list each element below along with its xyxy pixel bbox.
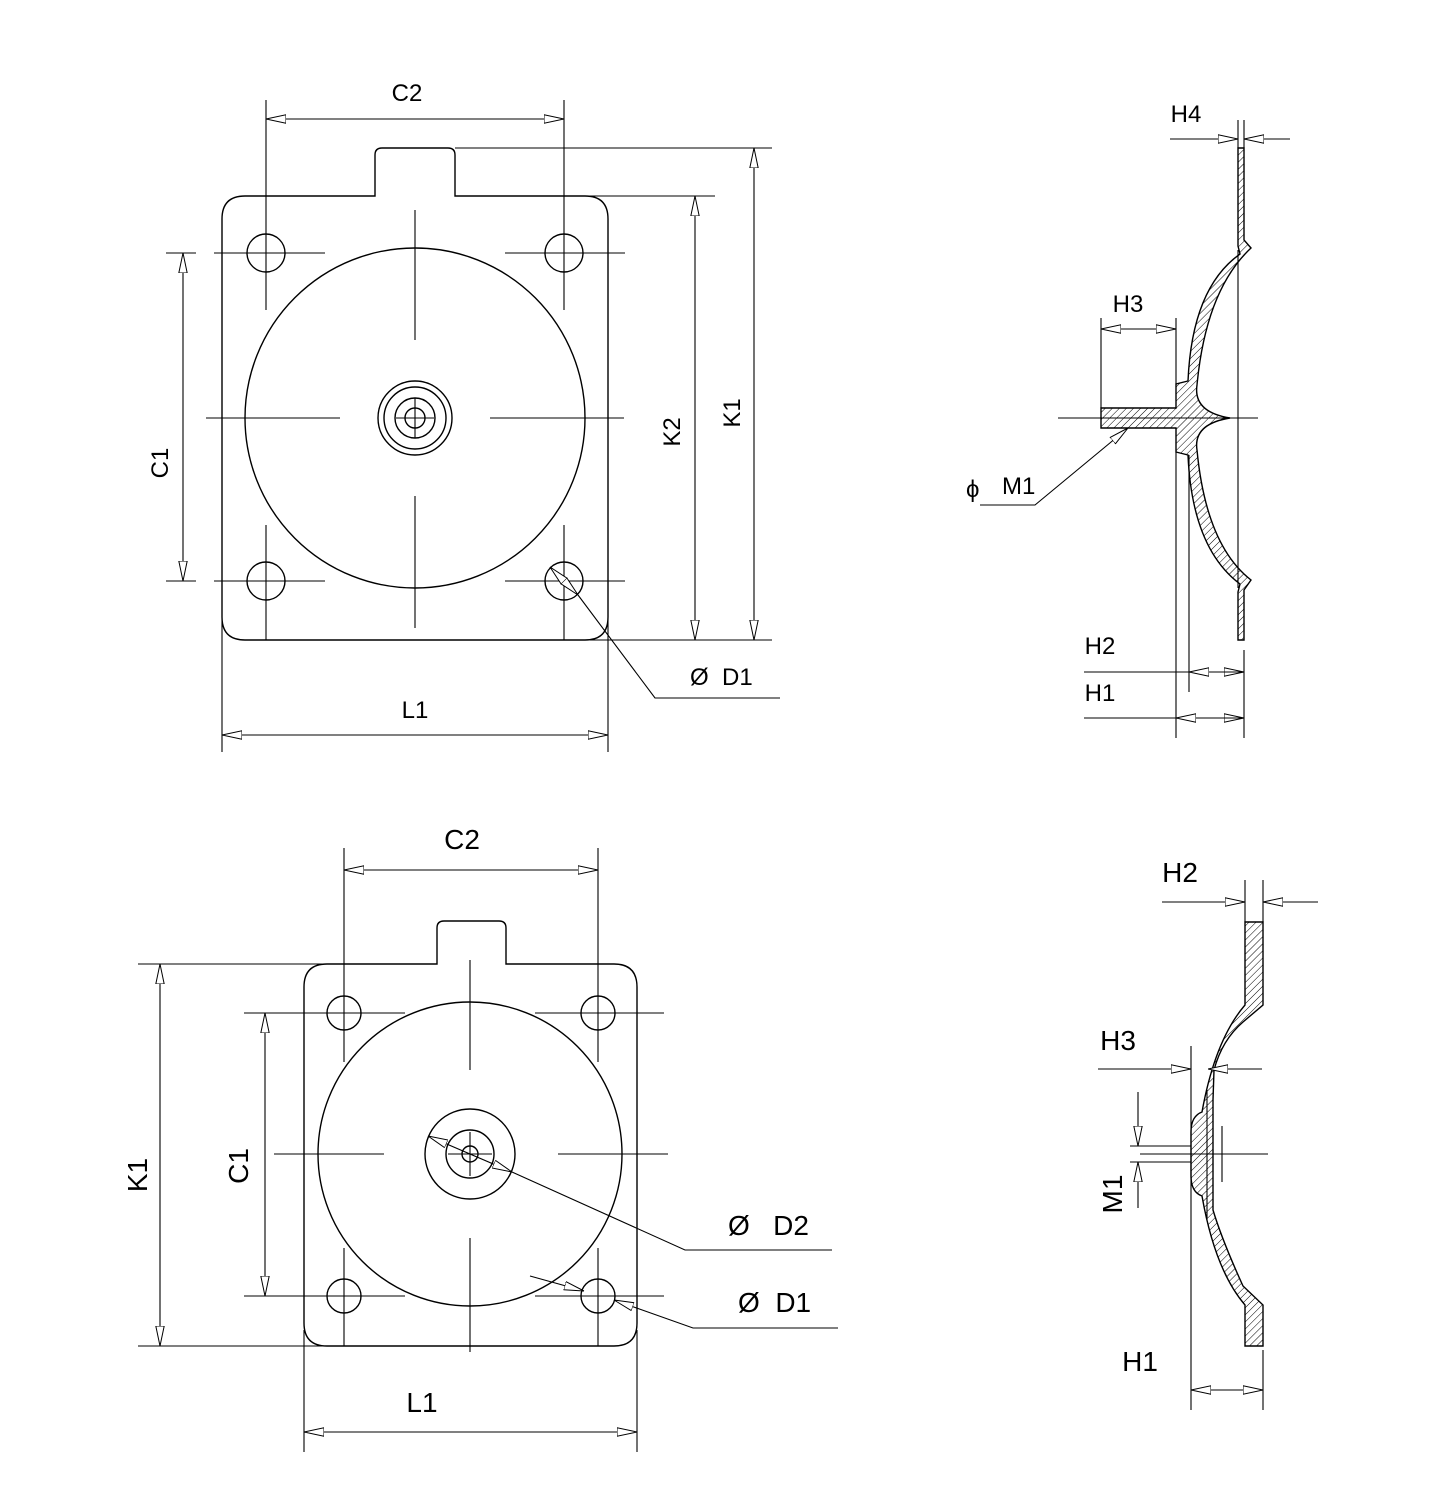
bottom-front-l1-label: L1 [406, 1387, 437, 1418]
bottom-front-d1-label: Ø D1 [738, 1287, 811, 1318]
top-side-section [1100, 147, 1252, 641]
bottom-front-view: C2 K1 C1 L1 Ø D2 Ø D1 [122, 824, 838, 1452]
top-front-c2-label: C2 [392, 80, 423, 107]
bottom-front-c1-label: C1 [223, 1148, 254, 1184]
bottom-side-h1-label: H1 [1122, 1346, 1158, 1377]
top-side-h2-label: H2 [1085, 633, 1116, 660]
bottom-front-d2-label: Ø D2 [728, 1210, 809, 1241]
top-front-c1-label: C1 [147, 448, 174, 479]
top-boss-outer [377, 380, 453, 456]
top-side-m1-label: M1 [1002, 473, 1035, 500]
top-front-view: C2 C1 K2 K1 L1 Ø D1 [147, 80, 780, 752]
top-dimension-lines [183, 119, 780, 735]
bottom-front-k1-label: K1 [122, 1158, 153, 1192]
bottom-side-h2-label: H2 [1162, 857, 1198, 888]
bottom-side-h3-label: H3 [1100, 1025, 1136, 1056]
top-front-d1-label: Ø D1 [690, 664, 753, 691]
top-side-m1-symbol: ϕ [966, 476, 979, 503]
top-side-dimension-lines [980, 139, 1290, 718]
bottom-extension-lines [138, 963, 638, 1452]
bottom-side-dimension-lines [1098, 902, 1318, 1390]
top-side-h3-label: H3 [1113, 291, 1144, 318]
bottom-plate-outline [303, 920, 638, 1347]
bottom-dimension-lines [160, 870, 838, 1432]
bottom-boss-outer [424, 1108, 516, 1200]
top-side-h1-label: H1 [1085, 680, 1116, 707]
top-boss-middle [383, 386, 447, 450]
top-front-k2-label: K2 [659, 417, 686, 446]
top-front-k1-label: K1 [719, 398, 746, 427]
bottom-front-c2-label: C2 [444, 824, 480, 855]
top-front-l1-label: L1 [402, 697, 429, 724]
bottom-side-section [1190, 921, 1264, 1347]
top-side-h4-label: H4 [1171, 101, 1202, 128]
top-center-lines [206, 100, 625, 640]
bottom-center-lines [244, 848, 668, 1352]
bottom-side-m1-label: M1 [1097, 1175, 1128, 1214]
top-side-view: H4 H3 ϕ M1 H2 H1 [966, 101, 1290, 738]
top-plate-outline [221, 147, 609, 641]
bottom-side-view: H2 H3 M1 H1 [1097, 857, 1318, 1410]
top-extension-lines [166, 147, 772, 752]
top-side-extension-lines [1100, 120, 1245, 738]
